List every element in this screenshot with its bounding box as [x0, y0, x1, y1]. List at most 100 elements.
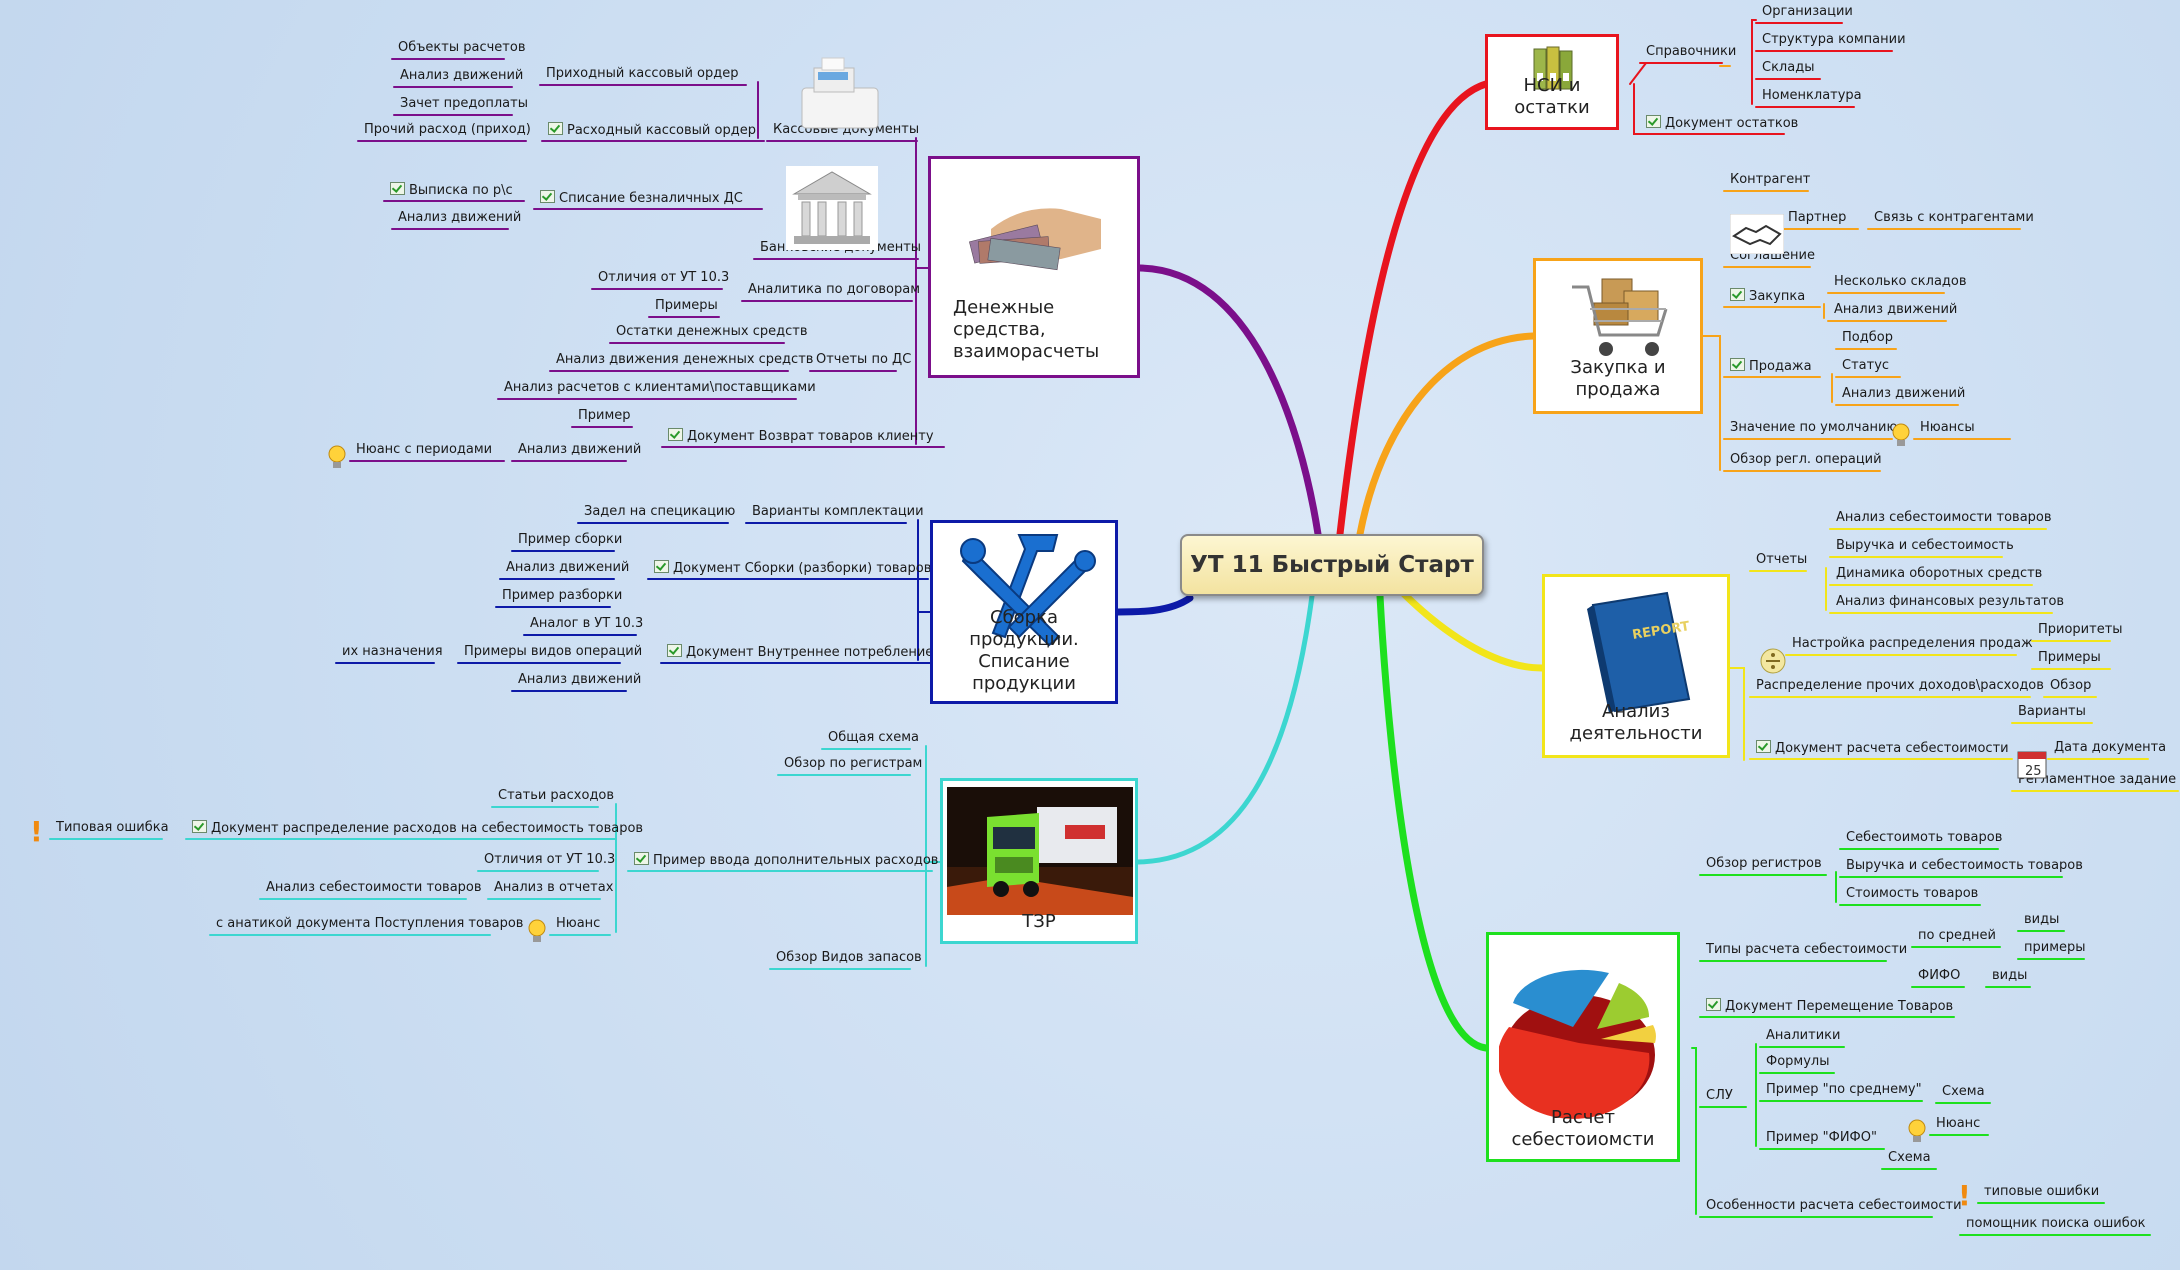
- raschet-node-2[interactable]: Выручка и себестоимость товаров: [1846, 858, 2083, 874]
- analiz-node-11[interactable]: Документ расчета себестоимости: [1756, 740, 2009, 757]
- analiz-node-2[interactable]: Выручка и себестоимость: [1836, 538, 2014, 554]
- dengi-node-20[interactable]: Анализ движений: [518, 442, 641, 458]
- analiz-node-0[interactable]: Отчеты: [1756, 552, 1807, 568]
- sborka-node-4[interactable]: Анализ движений: [506, 560, 629, 576]
- raschet-node-18[interactable]: Схема: [1888, 1150, 1931, 1166]
- raschet-node-6[interactable]: виды: [2024, 912, 2059, 928]
- tzr-node-9[interactable]: Нюанс: [556, 916, 600, 932]
- sborka-node-8[interactable]: Примеры видов операций: [464, 644, 642, 660]
- topic-tzr[interactable]: ТЗР: [940, 778, 1138, 944]
- raschet-node-4[interactable]: Типы расчета себестоимости: [1706, 942, 1907, 958]
- sborka-node-1[interactable]: Задел на специкацию: [584, 504, 735, 520]
- raschet-node-13[interactable]: СЛУ: [1706, 1088, 1733, 1104]
- raschet-node-11[interactable]: Аналитики: [1766, 1028, 1840, 1044]
- nsi-node-3[interactable]: Склады: [1762, 60, 1814, 76]
- dengi-node-14[interactable]: Отчеты по ДС: [816, 352, 911, 368]
- raschet-node-19[interactable]: Особенности расчета себестоимости: [1706, 1198, 1962, 1214]
- topic-dengi[interactable]: Денежные средства, взаиморасчеты: [928, 156, 1140, 378]
- tzr-node-7[interactable]: Анализ в отчетах: [494, 880, 613, 896]
- dengi-node-8[interactable]: Списание безналичных ДС: [540, 190, 743, 207]
- central-topic[interactable]: УТ 11 Быстрый Старт: [1180, 534, 1484, 596]
- dengi-node-11[interactable]: Аналитика по договорам: [748, 282, 920, 298]
- zakupka-node-4[interactable]: Закупка: [1730, 288, 1805, 305]
- zakupka-node-7[interactable]: Подбор: [1842, 330, 1893, 346]
- raschet-node-12[interactable]: Формулы: [1766, 1054, 1829, 1070]
- analiz-node-4[interactable]: Анализ финансовых результатов: [1836, 594, 2064, 610]
- raschet-node-8[interactable]: ФИФО: [1918, 968, 1960, 984]
- analiz-node-8[interactable]: Распределение прочих доходов\расходов: [1756, 678, 2044, 694]
- zakupka-node-5[interactable]: Несколько складов: [1834, 274, 1967, 290]
- raschet-node-10[interactable]: Документ Перемещение Товаров: [1706, 998, 1953, 1015]
- zakupka-node-13[interactable]: Обзор регл. операций: [1730, 452, 1882, 468]
- analiz-node-7[interactable]: Примеры: [2038, 650, 2101, 666]
- analiz-node-6[interactable]: Приоритеты: [2038, 622, 2123, 638]
- tzr-node-0[interactable]: Общая схема: [828, 730, 919, 746]
- analiz-node-3[interactable]: Динамика оборотных средств: [1836, 566, 2042, 582]
- dengi-node-19[interactable]: Пример: [578, 408, 631, 424]
- tzr-node-6[interactable]: Отличия от УТ 10.3: [484, 852, 615, 868]
- sborka-node-0[interactable]: Варианты комплектации: [752, 504, 924, 520]
- sborka-node-10[interactable]: Анализ движений: [518, 672, 641, 688]
- dengi-node-3[interactable]: Анализ движений: [400, 68, 523, 84]
- raschet-node-1[interactable]: Себестоимоть товаров: [1846, 830, 2002, 846]
- tzr-node-1[interactable]: Обзор по регистрам: [784, 756, 922, 772]
- zakupka-node-10[interactable]: Анализ движений: [1842, 386, 1965, 402]
- dengi-node-13[interactable]: Примеры: [655, 298, 718, 314]
- dengi-node-17[interactable]: Анализ расчетов с клиентами\поставщиками: [504, 380, 816, 396]
- nsi-node-5[interactable]: Документ остатков: [1646, 115, 1798, 132]
- zakupka-node-12[interactable]: Нюансы: [1920, 420, 1975, 436]
- dengi-node-16[interactable]: Анализ движения денежных средств: [556, 352, 813, 368]
- topic-nsi[interactable]: НСИ и остатки: [1485, 34, 1619, 130]
- nsi-node-0[interactable]: Справочники: [1646, 44, 1736, 60]
- zakupka-node-0[interactable]: Контрагент: [1730, 172, 1810, 188]
- tzr-node-2[interactable]: Пример ввода дополнительных расходов: [634, 852, 938, 869]
- zakupka-node-6[interactable]: Анализ движений: [1834, 302, 1957, 318]
- dengi-node-15[interactable]: Остатки денежных средств: [616, 324, 807, 340]
- analiz-node-12[interactable]: Дата документа: [2054, 740, 2166, 756]
- tzr-node-8[interactable]: Анализ себестоимости товаров: [266, 880, 482, 896]
- raschet-node-21[interactable]: помощник поиска ошибок: [1966, 1216, 2146, 1232]
- analiz-node-5[interactable]: Настройка распределения продаж: [1792, 636, 2033, 652]
- zakupka-node-1[interactable]: Партнер: [1788, 210, 1846, 226]
- raschet-node-17[interactable]: Нюанс: [1936, 1116, 1980, 1132]
- dengi-node-9[interactable]: Выписка по р\с: [390, 182, 513, 199]
- sborka-node-9[interactable]: их назначения: [342, 644, 443, 660]
- topic-zakupka[interactable]: Закупка и продажа: [1533, 258, 1703, 414]
- sborka-node-3[interactable]: Пример сборки: [518, 532, 622, 548]
- raschet-node-15[interactable]: Схема: [1942, 1084, 1985, 1100]
- raschet-node-5[interactable]: по средней: [1918, 928, 1996, 944]
- raschet-node-3[interactable]: Стоимость товаров: [1846, 886, 1978, 902]
- tzr-node-10[interactable]: с анатикой документа Поступления товаров: [216, 916, 523, 932]
- dengi-node-10[interactable]: Анализ движений: [398, 210, 521, 226]
- raschet-node-16[interactable]: Пример "ФИФО": [1766, 1130, 1877, 1146]
- raschet-node-0[interactable]: Обзор регистров: [1706, 856, 1822, 872]
- raschet-node-9[interactable]: виды: [1992, 968, 2027, 984]
- topic-analiz[interactable]: REPORT Анализ деятельности: [1542, 574, 1730, 758]
- zakupka-node-8[interactable]: Продажа: [1730, 358, 1812, 375]
- tzr-node-4[interactable]: Документ распределение расходов на себес…: [192, 820, 643, 837]
- dengi-node-5[interactable]: Расходный кассовый ордер: [548, 122, 756, 139]
- dengi-node-6[interactable]: Прочий расход (приход): [364, 122, 531, 138]
- topic-sborka[interactable]: Сборка продукции. Списание продукции: [930, 520, 1118, 704]
- zakupka-node-2[interactable]: Связь с контрагентами: [1874, 210, 2034, 226]
- tzr-node-3[interactable]: Статьи расходов: [498, 788, 614, 804]
- nsi-node-4[interactable]: Номенклатура: [1762, 88, 1862, 104]
- raschet-node-20[interactable]: типовые ошибки: [1984, 1184, 2099, 1200]
- tzr-node-5[interactable]: Типовая ошибка: [56, 820, 169, 836]
- zakupka-node-11[interactable]: Значение по умолчанию: [1730, 420, 1897, 436]
- zakupka-node-9[interactable]: Статус: [1842, 358, 1889, 374]
- analiz-node-1[interactable]: Анализ себестоимости товаров: [1836, 510, 2052, 526]
- sborka-node-7[interactable]: Аналог в УТ 10.3: [530, 616, 643, 632]
- analiz-node-9[interactable]: Обзор: [2050, 678, 2091, 694]
- sborka-node-5[interactable]: Пример разборки: [502, 588, 622, 604]
- analiz-node-10[interactable]: Варианты: [2018, 704, 2086, 720]
- dengi-node-18[interactable]: Документ Возврат товаров клиенту: [668, 428, 934, 445]
- dengi-node-4[interactable]: Зачет предоплаты: [400, 96, 528, 112]
- sborka-node-6[interactable]: Документ Внутреннее потребление: [667, 644, 933, 661]
- analiz-node-13[interactable]: Регламентное задание: [2018, 772, 2176, 788]
- sborka-node-2[interactable]: Документ Сборки (разборки) товаров: [654, 560, 931, 577]
- dengi-node-1[interactable]: Приходный кассовый ордер: [546, 66, 738, 82]
- dengi-node-2[interactable]: Объекты расчетов: [398, 40, 526, 56]
- tzr-node-11[interactable]: Обзор Видов запасов: [776, 950, 922, 966]
- raschet-node-14[interactable]: Пример "по среднему": [1766, 1082, 1922, 1098]
